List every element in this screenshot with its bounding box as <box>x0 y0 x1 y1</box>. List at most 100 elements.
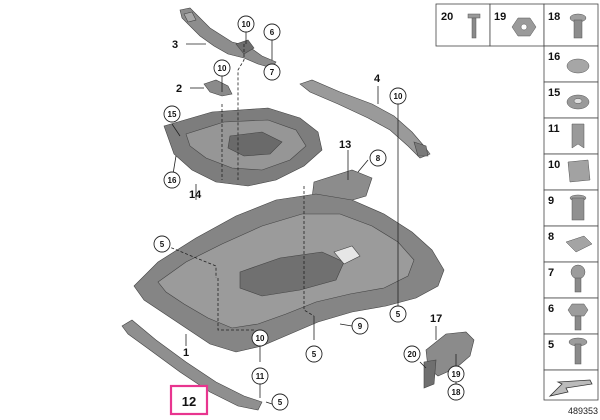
svg-text:5: 5 <box>548 339 554 351</box>
underbody-panel-14 <box>163 107 323 187</box>
callout-10d: 10 <box>251 329 269 347</box>
legend-cell-5: 5 <box>543 333 599 371</box>
svg-text:9: 9 <box>548 195 554 207</box>
clip-icon <box>569 13 587 39</box>
svg-text:8: 8 <box>548 231 554 243</box>
callout-18: 18 <box>447 383 465 401</box>
callout-8: 8 <box>369 149 387 167</box>
legend-cell-15: 15 <box>543 81 599 119</box>
svg-text:16: 16 <box>168 176 177 185</box>
svg-text:2: 2 <box>176 83 182 95</box>
svg-text:20: 20 <box>441 11 453 23</box>
svg-text:9: 9 <box>358 322 363 331</box>
callout-5d: 5 <box>271 393 289 411</box>
callout-4: 4 <box>374 73 381 85</box>
legend-cell-16: 16 <box>543 45 599 83</box>
collar-screw-icon <box>570 264 586 293</box>
callout-17: 17 <box>430 313 442 325</box>
legend-cell-10: 10 <box>543 153 599 191</box>
legend-grid-right-column: 16 15 11 10 9 <box>543 45 599 401</box>
svg-text:10: 10 <box>218 64 227 73</box>
svg-text:7: 7 <box>270 68 275 77</box>
svg-text:10: 10 <box>242 20 251 29</box>
hex-nut-icon <box>511 17 537 37</box>
svg-text:15: 15 <box>548 87 560 99</box>
svg-text:6: 6 <box>270 28 275 37</box>
leader-lines <box>161 32 457 405</box>
svg-text:5: 5 <box>312 350 317 359</box>
front-bar-part-12 <box>121 319 263 411</box>
callout-5c: 5 <box>305 345 323 363</box>
svg-text:17: 17 <box>430 313 442 325</box>
svg-text:4: 4 <box>374 73 381 85</box>
svg-text:18: 18 <box>548 11 560 23</box>
callout-13: 13 <box>339 139 351 151</box>
legend-cell-6: 6 <box>543 297 599 335</box>
hex-bolt-icon <box>567 303 589 331</box>
svg-text:5: 5 <box>396 310 401 319</box>
document-number: 489353 <box>568 406 598 416</box>
legend-cell-7: 7 <box>543 261 599 299</box>
bracket-part-2 <box>203 79 233 97</box>
callout-11: 11 <box>251 367 269 385</box>
legend-cell-20: 20 <box>435 3 491 47</box>
svg-text:5: 5 <box>278 398 283 407</box>
callout-15: 15 <box>163 105 181 123</box>
heat-shield-part-17 <box>423 331 475 389</box>
callout-3: 3 <box>172 39 178 51</box>
push-rivet-icon <box>467 13 481 39</box>
callout-12-highlighted: 12 <box>169 384 209 416</box>
svg-text:11: 11 <box>256 372 265 381</box>
grommet-icon <box>566 94 590 110</box>
svg-text:11: 11 <box>548 123 560 135</box>
main-underbody-panel-1 <box>133 193 445 353</box>
svg-text:12: 12 <box>182 394 196 409</box>
callout-9: 9 <box>351 317 369 335</box>
expansion-nut-icon <box>569 194 587 221</box>
svg-text:15: 15 <box>168 110 177 119</box>
svg-text:16: 16 <box>548 51 560 63</box>
svg-text:3: 3 <box>172 39 178 51</box>
callout-16: 16 <box>163 171 181 189</box>
callout-10c: 10 <box>389 87 407 105</box>
legend-cell-8: 8 <box>543 225 599 263</box>
legend-cell-19: 19 <box>489 3 545 47</box>
svg-text:19: 19 <box>452 370 461 379</box>
callout-19: 19 <box>447 365 465 383</box>
svg-text:18: 18 <box>452 388 461 397</box>
cap-plug-icon <box>566 58 590 74</box>
svg-text:5: 5 <box>160 240 165 249</box>
legend-cell-18: 18 <box>543 3 599 47</box>
callout-7: 7 <box>263 63 281 81</box>
svg-text:10: 10 <box>548 159 560 171</box>
callout-1: 1 <box>183 347 189 359</box>
direction-arrow-icon <box>548 379 593 397</box>
flange-bolt-icon <box>568 337 588 365</box>
svg-text:19: 19 <box>494 11 506 23</box>
legend-grid-top-row: 20 19 18 <box>435 3 599 47</box>
callout-6: 6 <box>263 23 281 41</box>
svg-text:10: 10 <box>256 334 265 343</box>
bracket-part-3 <box>179 7 277 69</box>
spring-clip-icon <box>571 123 585 149</box>
svg-text:14: 14 <box>189 189 202 201</box>
svg-text:20: 20 <box>408 350 417 359</box>
callout-5b: 5 <box>389 305 407 323</box>
svg-text:6: 6 <box>548 303 554 315</box>
callout-10a: 10 <box>237 15 255 33</box>
speed-nut-icon <box>567 159 591 183</box>
legend-cell-9: 9 <box>543 189 599 227</box>
svg-text:13: 13 <box>339 139 351 151</box>
svg-text:10: 10 <box>394 92 403 101</box>
strut-part-4 <box>299 79 431 159</box>
screw-icon <box>565 235 593 253</box>
svg-text:7: 7 <box>548 267 554 279</box>
svg-text:1: 1 <box>183 347 189 359</box>
callout-14: 14 <box>189 189 202 201</box>
callout-2: 2 <box>176 83 182 95</box>
legend-cell-arrow <box>543 369 599 401</box>
svg-text:8: 8 <box>376 154 381 163</box>
callout-20: 20 <box>403 345 421 363</box>
callout-5a: 5 <box>153 235 171 253</box>
